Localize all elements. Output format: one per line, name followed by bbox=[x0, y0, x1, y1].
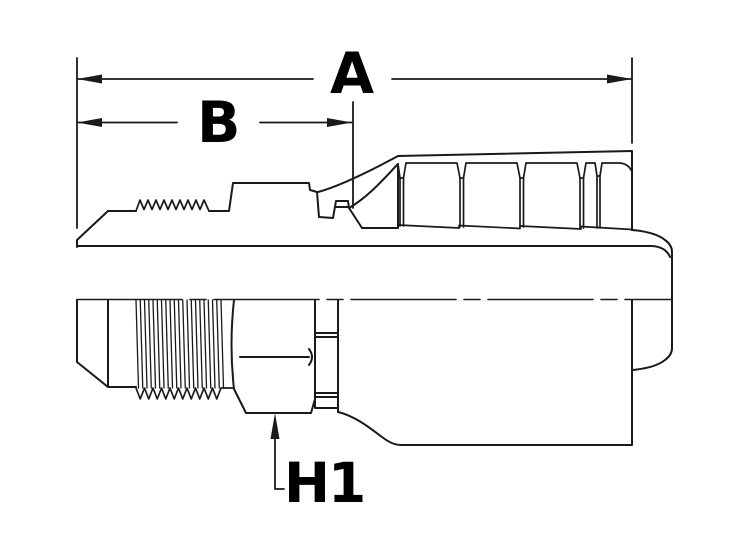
extension-lines bbox=[76, 57, 633, 229]
socket-bell bbox=[317, 155, 399, 209]
collar-grooves bbox=[314, 299, 339, 413]
crimp-cap bbox=[631, 229, 673, 371]
thread-zigzag-top bbox=[135, 199, 210, 212]
thread-crest-lines bbox=[135, 299, 225, 389]
dimension-b-label: B bbox=[197, 90, 241, 156]
bore-line bbox=[76, 245, 671, 258]
fitting-top-profile bbox=[76, 150, 671, 258]
arrowhead-a-left bbox=[77, 74, 102, 84]
arrowhead-h1 bbox=[270, 413, 280, 439]
dimension-b-line bbox=[76, 118, 353, 127]
h1-leader-arrow bbox=[270, 413, 285, 490]
hex-nut-bottom bbox=[230, 299, 316, 414]
thread-zigzag-bottom bbox=[135, 387, 235, 400]
dimension-h1-label: H1 bbox=[284, 451, 366, 515]
arrowhead-a-right bbox=[607, 74, 632, 84]
arrowhead-b-left bbox=[77, 118, 102, 127]
fitting-bottom-view bbox=[76, 299, 633, 446]
arrowhead-b-right bbox=[327, 118, 352, 127]
dimension-a-line bbox=[76, 74, 633, 84]
socket-serrations bbox=[397, 162, 633, 231]
socket-skirt bbox=[337, 299, 633, 446]
drawing-strokes bbox=[76, 57, 673, 490]
dimension-a-label: A bbox=[330, 41, 375, 107]
